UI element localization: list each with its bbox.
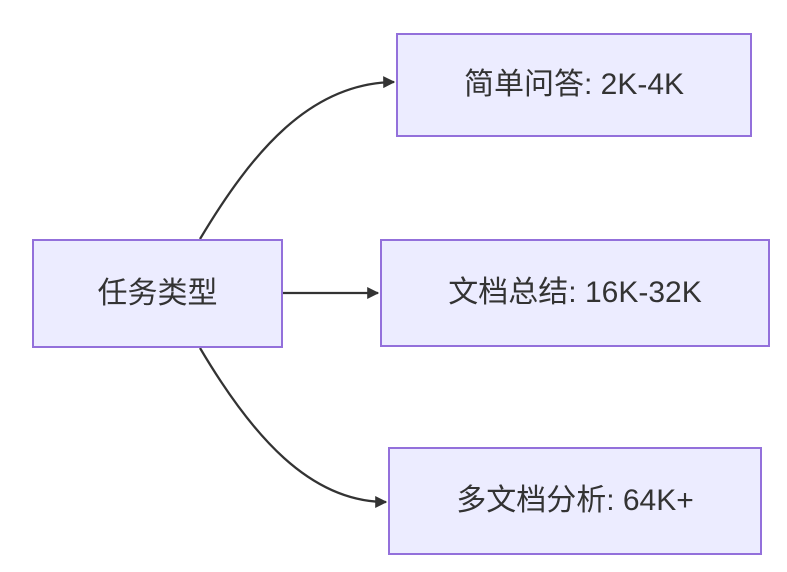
node-task-type-label: 任务类型 [97, 276, 218, 310]
node-simple-qa-label: 简单问答: 2K-4K [463, 68, 685, 101]
node-doc-summary-label: 文档总结: 16K-32K [448, 276, 702, 309]
node-doc-summary: 文档总结: 16K-32K [380, 239, 770, 347]
node-multi-doc-label: 多文档分析: 64K+ [456, 484, 694, 517]
node-multi-doc: 多文档分析: 64K+ [388, 447, 762, 555]
node-simple-qa: 简单问答: 2K-4K [396, 33, 752, 137]
edge-root-to-simple-qa [199, 76, 396, 240]
edge-root-to-multi-doc [199, 347, 388, 508]
node-task-type: 任务类型 [32, 239, 283, 348]
